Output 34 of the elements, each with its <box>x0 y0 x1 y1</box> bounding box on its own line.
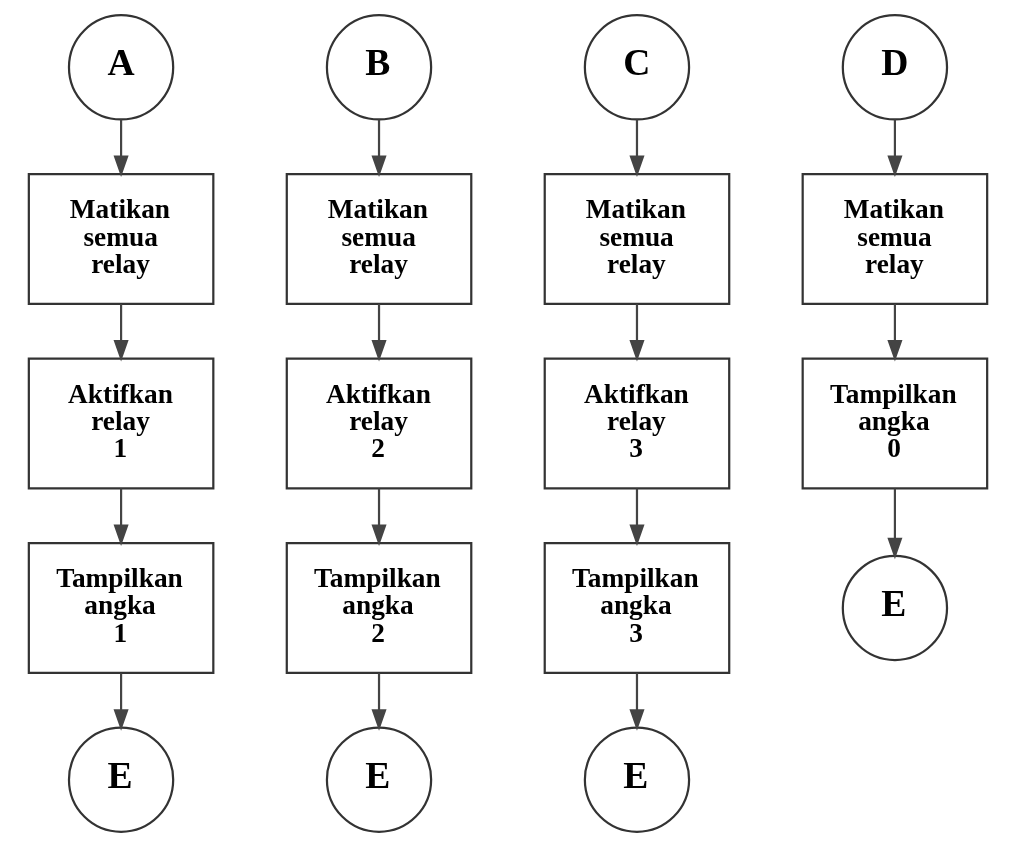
arrow <box>371 488 387 547</box>
arrow <box>113 304 129 362</box>
node-box: Aktifkan relay 1 <box>27 357 214 490</box>
arrow <box>628 488 644 547</box>
arrow <box>628 673 644 731</box>
node-box: Matikan semua relay <box>801 173 988 306</box>
node-circle: E <box>67 726 174 833</box>
arrow <box>113 119 129 178</box>
node-circle: C <box>583 14 690 121</box>
arrow <box>628 304 644 362</box>
arrow <box>113 488 129 547</box>
node-circle: E <box>841 554 948 662</box>
arrow <box>371 673 387 731</box>
node-box: Matikan semua relay <box>27 173 214 306</box>
arrow <box>886 119 902 178</box>
node-box: Tampilkan angka 0 <box>801 357 988 490</box>
arrow <box>371 119 387 178</box>
node-box: Matikan semua relay <box>285 173 472 306</box>
node-circle: E <box>583 726 690 833</box>
arrow <box>628 119 644 178</box>
node-circle: A <box>67 14 174 121</box>
node-box: Matikan semua relay <box>543 173 730 306</box>
node-box: Tampilkan angka 1 <box>27 541 214 674</box>
node-circle: E <box>325 726 432 833</box>
arrow <box>886 304 902 362</box>
node-box: Aktifkan relay 3 <box>543 357 730 490</box>
node-circle: D <box>841 14 948 121</box>
arrow <box>886 488 902 560</box>
node-box: Aktifkan relay 2 <box>285 357 472 490</box>
node-box: Tampilkan angka 2 <box>285 541 472 674</box>
node-circle: B <box>325 14 432 121</box>
node-box: Tampilkan angka 3 <box>543 541 730 674</box>
arrow <box>371 304 387 362</box>
arrow <box>113 673 129 731</box>
